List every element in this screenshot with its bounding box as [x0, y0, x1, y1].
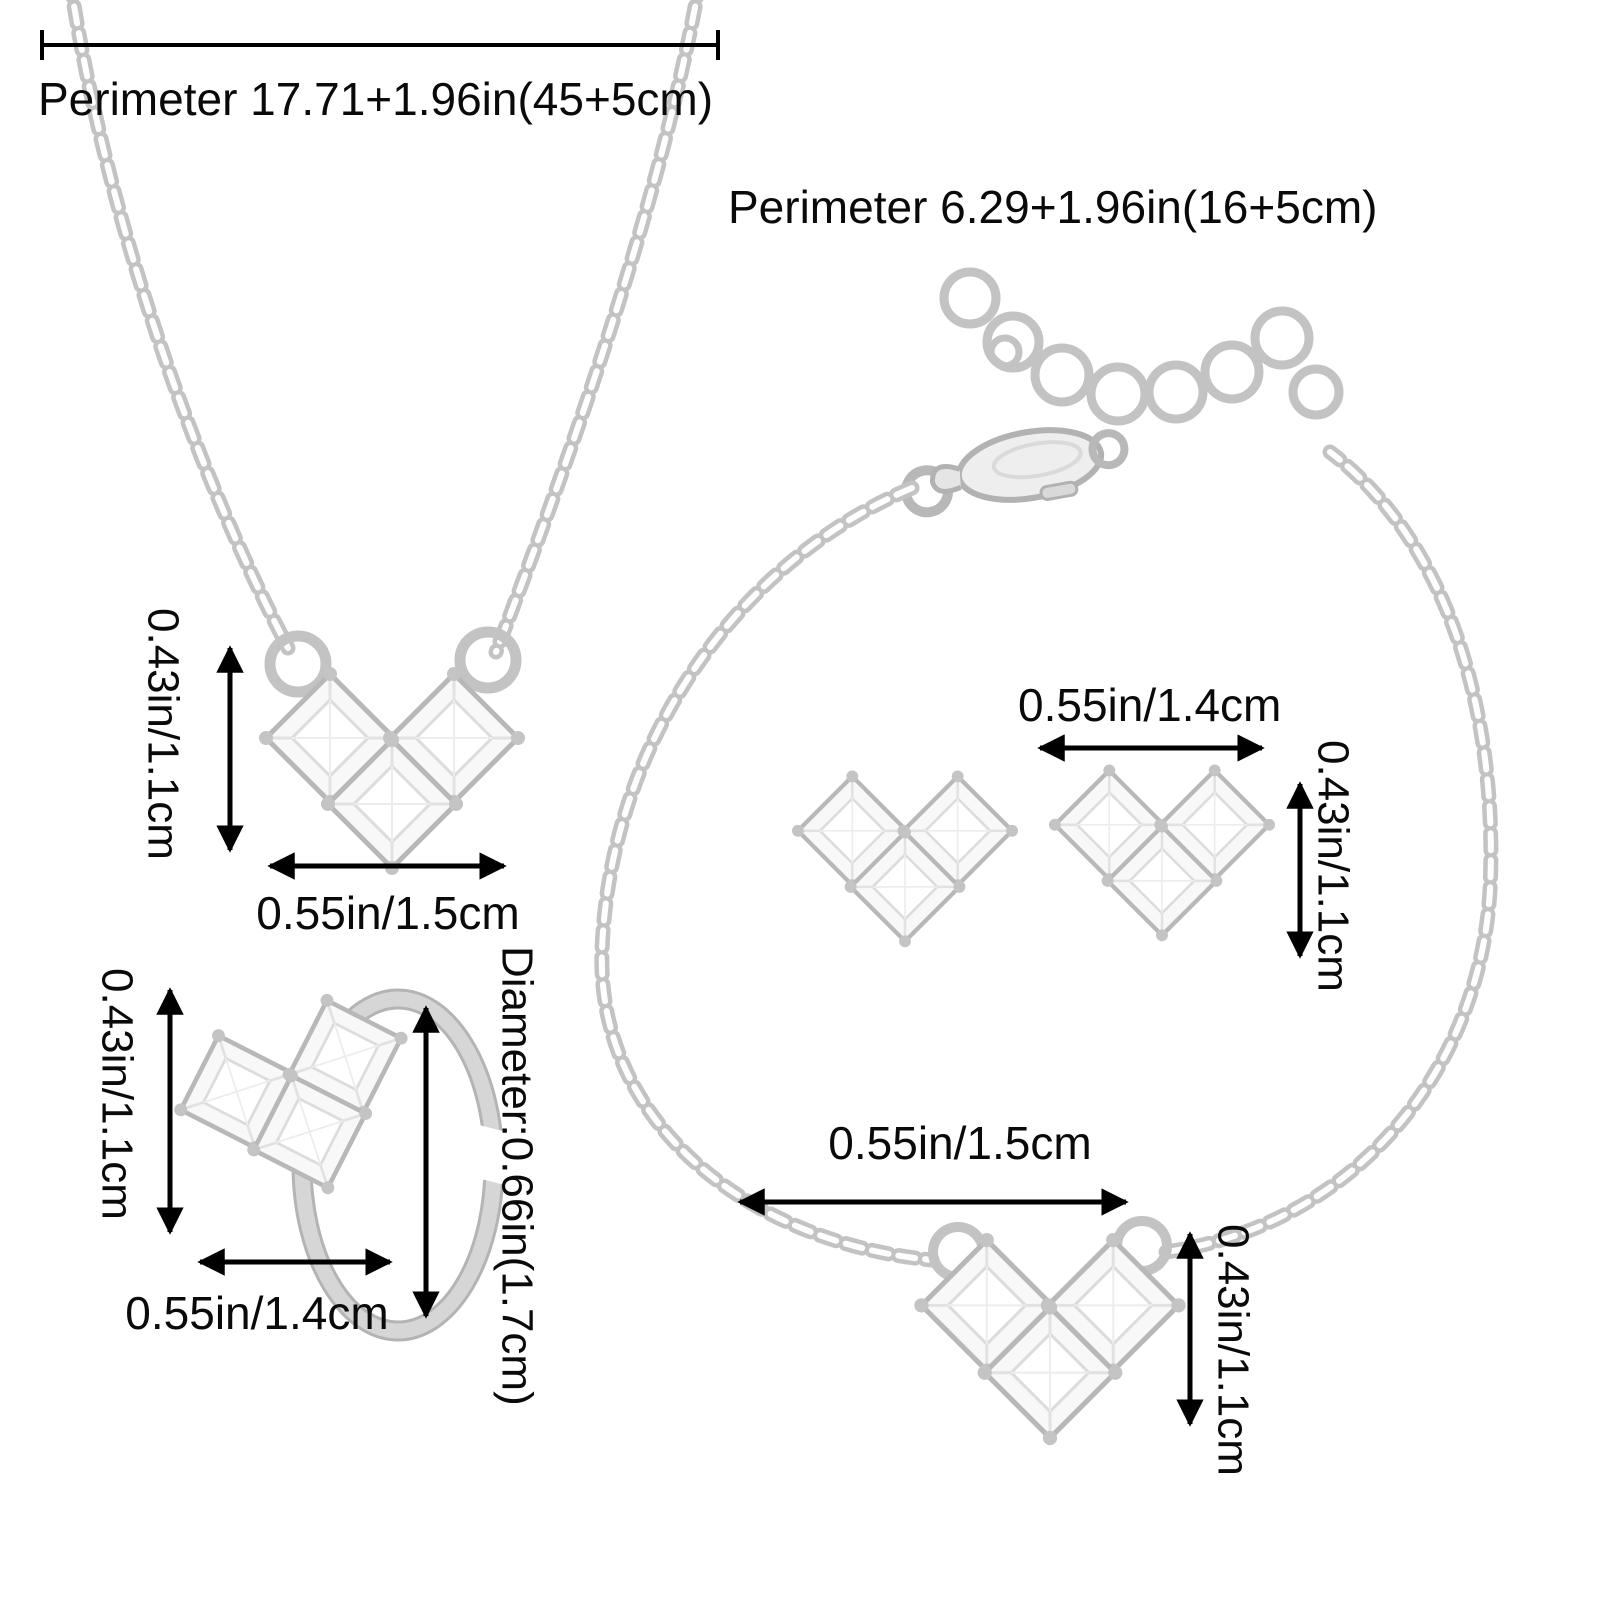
- necklace-pendant-height-label: 0.43in/1.1cm: [138, 608, 188, 860]
- necklace-bail-right: [454, 626, 522, 694]
- earring-right: [1049, 764, 1275, 941]
- earrings-illustration: [792, 764, 1275, 947]
- bracelet-perimeter-label: Perimeter 6.29+1.96in(16+5cm): [728, 181, 1378, 233]
- ring-illustration: [154, 974, 516, 1342]
- bracelet-pendant-height-label: 0.43in/1.1cm: [1208, 1224, 1258, 1476]
- ring-width-label: 0.55in/1.4cm: [125, 1287, 389, 1339]
- necklace-perimeter-label: Perimeter 17.71+1.96in(45+5cm): [38, 73, 714, 125]
- bracelet-illustration: [594, 267, 1499, 1445]
- bracelet-pendant-width-label: 0.55in/1.5cm: [828, 1117, 1092, 1169]
- earrings-width-label: 0.55in/1.4cm: [1018, 679, 1282, 731]
- necklace-chain: [65, 0, 704, 660]
- earring-left: [792, 770, 1018, 947]
- measurement-arrows: [156, 645, 1314, 1427]
- earrings-height-label: 0.43in/1.1cm: [1308, 740, 1358, 992]
- bracelet-pendant: [914, 1233, 1185, 1445]
- ring-diameter-label: Diameter:0.66in(1.7cm): [492, 946, 542, 1406]
- necklace-illustration: [40, 0, 720, 875]
- necklace-pendant: [259, 667, 525, 875]
- necklace-bail-left: [264, 630, 332, 698]
- necklace-length-measure-line: [40, 30, 720, 60]
- bracelet-extension-chain: [939, 267, 1344, 426]
- necklace-pendant-width-label: 0.55in/1.5cm: [256, 887, 520, 939]
- ring-height-label: 0.43in/1.1cm: [92, 968, 142, 1220]
- lobster-clasp: [900, 427, 1129, 518]
